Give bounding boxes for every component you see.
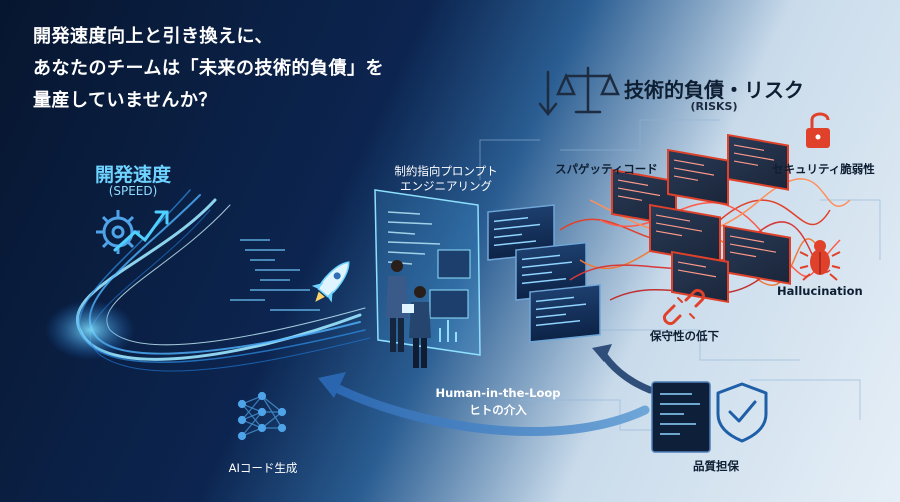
risk-spaghetti-label: スパゲッティコード: [555, 162, 658, 176]
quality-code-panel: [651, 381, 711, 453]
human-loop-label-line-1: Human-in-the-Loop: [435, 386, 561, 400]
unlock-icon: [806, 112, 830, 148]
bug-icon: [799, 240, 841, 281]
shield-check-icon: [716, 382, 768, 443]
code-panels: [487, 204, 601, 343]
ai-code-label: AIコード生成: [228, 461, 298, 475]
neural-network-icon: [237, 391, 287, 441]
headline-line-3: 量産していませんか？: [33, 90, 217, 111]
headline-line-1: 開発速度向上と引き換えに、: [33, 26, 273, 47]
speed-glow: [45, 300, 135, 360]
prompt-label-line-1: 制約指向プロンプト: [394, 164, 498, 178]
speed-subtitle: (SPEED): [108, 184, 158, 198]
scale-icon: [556, 66, 620, 114]
risk-security-label: セキュリティ脆弱性: [772, 162, 875, 176]
down-arrow-icon: [538, 70, 558, 117]
risk-maintainability-label: 保守性の低下: [650, 329, 719, 343]
rocket-icon: [311, 261, 350, 303]
feedback-arrow: [592, 344, 654, 394]
speed-title: 開発速度: [94, 164, 171, 186]
risk-hallucination-label: Hallucination: [777, 284, 863, 298]
trend-arrow-icon: [113, 210, 169, 252]
risk-title: 技術的負債・リスク: [624, 78, 804, 102]
broken-link-icon: [662, 288, 706, 326]
quality-label: 品質担保: [693, 459, 739, 473]
headline-line-2: あなたのチームは「未来の技術的負債」を: [33, 58, 384, 79]
human-loop-label-line-2: ヒトの介入: [469, 403, 527, 417]
risk-subtitle: (RISKS): [690, 100, 738, 113]
code-dashes: [230, 239, 320, 311]
human-loop-arrow: [318, 372, 650, 437]
prompt-label-line-2: エンジニアリング: [400, 179, 492, 193]
risk-panels: [611, 133, 791, 304]
engineer-figures: [386, 260, 431, 368]
